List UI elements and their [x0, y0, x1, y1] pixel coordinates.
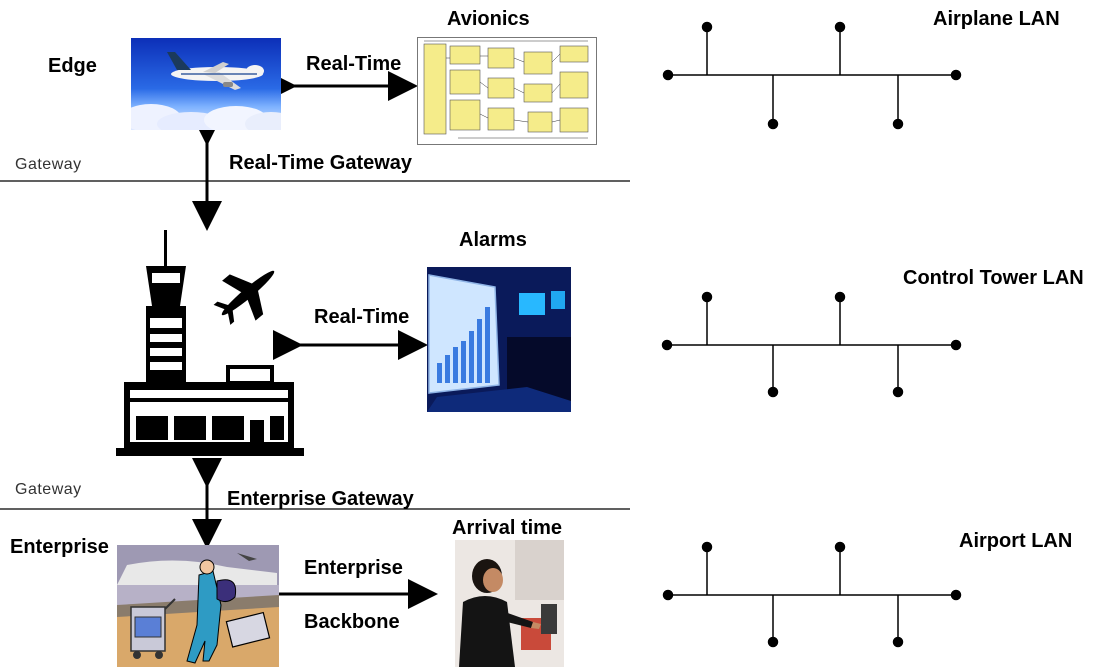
edge-label: Edge [48, 55, 97, 77]
airplane-lan-label: Airplane LAN [933, 8, 1060, 30]
control-tower-lan-label: Control Tower LAN [903, 267, 1084, 289]
airplane-lan-bus [662, 21, 962, 130]
alarms-label: Alarms [459, 229, 527, 251]
enterprise-gateway-label: Enterprise Gateway [227, 488, 414, 510]
enterprise-backbone-label-line1: Enterprise [304, 557, 403, 579]
control-tower-lan-bus [661, 291, 962, 398]
avionics-label: Avionics [447, 8, 530, 30]
enterprise-label: Enterprise [10, 536, 109, 558]
arrival-time-photo-image [455, 540, 564, 667]
realtime-gateway-label: Real-Time Gateway [229, 152, 413, 174]
monitor-chart-icon [427, 267, 571, 412]
edge-airplane-image [131, 38, 281, 130]
gateway-label-top: Gateway [15, 156, 82, 173]
enterprise-clipart-image [117, 545, 279, 667]
airport-lan-bus [662, 541, 962, 648]
realtime-mid-label: Real-Time [314, 306, 410, 328]
airport-lan-label: Airport LAN [959, 530, 1073, 552]
person-kiosk-icon [455, 540, 564, 667]
enterprise-backbone-label-line2: Backbone [304, 611, 400, 633]
control-tower-icon [116, 230, 304, 456]
airplane-silhouette-icon [213, 270, 275, 325]
gateway-label-bottom: Gateway [15, 481, 82, 498]
avionics-schematic-image [417, 37, 597, 145]
realtime-top-label: Real-Time [306, 53, 402, 75]
airplane-photo-icon [131, 52, 281, 130]
traveler-luggage-icon [117, 545, 279, 667]
arrival-time-label: Arrival time [452, 517, 563, 539]
schematic-icon [423, 40, 589, 139]
alarms-monitor-image [427, 267, 571, 412]
